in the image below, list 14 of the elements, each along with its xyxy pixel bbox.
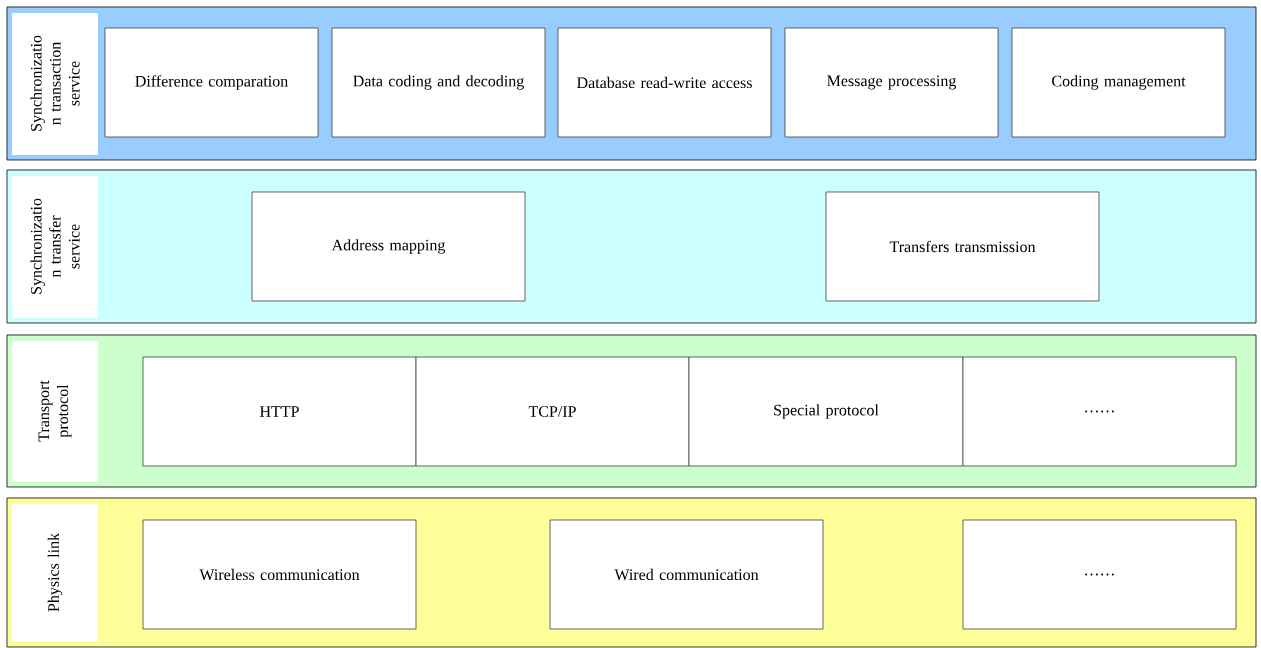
component-box: Difference comparation (104, 27, 319, 138)
component-box: Special protocol (688, 356, 964, 467)
component-box: Wireless communication (142, 519, 417, 630)
component-box: Data coding and decoding (331, 27, 546, 138)
component-box: Wired communication (549, 519, 824, 630)
component-box: Transfers transmission (825, 191, 1100, 302)
component-box: Message processing (784, 27, 999, 138)
component-box: …… (962, 356, 1237, 467)
component-box: TCP/IP (415, 356, 690, 467)
component-box: HTTP (142, 356, 417, 467)
component-box: Coding management (1011, 27, 1226, 138)
component-box: Address mapping (251, 191, 526, 302)
component-box: Database read-write access (557, 27, 772, 138)
component-box: …… (962, 519, 1237, 630)
